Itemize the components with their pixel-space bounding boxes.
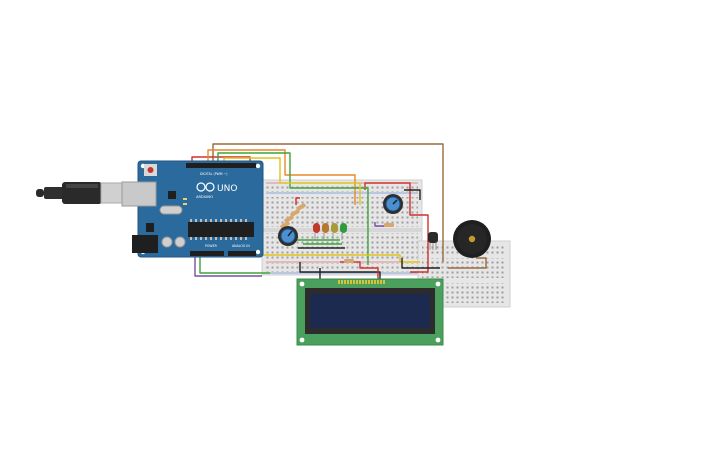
- resistor-icon: [384, 223, 394, 227]
- analog-label: ANALOG IN: [232, 244, 250, 248]
- led-icon: [313, 223, 320, 240]
- wire-green: [217, 152, 369, 265]
- potentiometer-icon[interactable]: [278, 226, 298, 246]
- resistor-icon: [290, 209, 300, 217]
- power-header: [190, 251, 224, 256]
- analog-header: [228, 251, 256, 256]
- resistor-icon: [344, 259, 354, 263]
- usb-cable-icon: [36, 182, 124, 204]
- board-logo-text: UNO: [217, 184, 237, 194]
- potentiometer-icon[interactable]: [383, 194, 403, 214]
- wire-green: [199, 255, 270, 274]
- digital-header: [186, 163, 256, 168]
- lcd-pin-header: [338, 280, 385, 284]
- buzzer-icon: [453, 220, 491, 258]
- resistor-icon: [280, 221, 290, 229]
- sensor-component: [428, 232, 438, 250]
- resistor-bank: [280, 203, 394, 263]
- arduino-logo-icon: [196, 182, 215, 192]
- led-icon: [331, 223, 338, 240]
- lcd-screen: [310, 294, 430, 328]
- arduino-uno-board: UNO ARDUINO DIGITAL (PWM ~) POWER ANALOG…: [36, 160, 264, 258]
- wire-yellow: [223, 157, 361, 205]
- wire-purple: [194, 255, 262, 277]
- wire-orange: [207, 149, 356, 205]
- led-icon: [340, 223, 347, 240]
- board-brand-text: ARDUINO: [196, 195, 213, 199]
- led-row: [313, 223, 347, 240]
- led-icon: [322, 223, 329, 240]
- wire-brown-top: [212, 143, 444, 262]
- digital-label: DIGITAL (PWM ~): [200, 172, 227, 176]
- wire-red: [295, 197, 300, 205]
- resistor-icon: [284, 215, 294, 223]
- wire-yellow: [260, 254, 420, 263]
- wire-black: [404, 189, 421, 200]
- wire-red: [364, 182, 429, 273]
- lcd-16x2-display: [296, 278, 444, 346]
- wire-brown: [448, 257, 487, 269]
- wire-black: [299, 262, 381, 282]
- wire-black: [401, 258, 440, 269]
- resistor-icon: [296, 203, 306, 211]
- power-label: POWER: [205, 244, 218, 248]
